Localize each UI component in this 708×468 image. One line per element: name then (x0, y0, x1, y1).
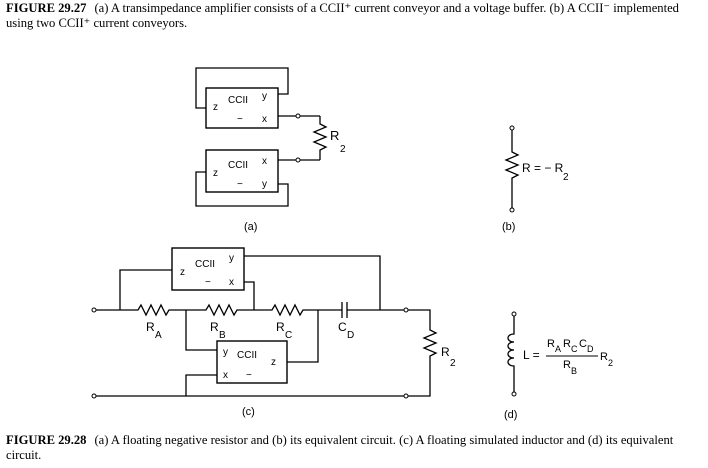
node-a-top (295, 113, 301, 119)
wire-c-lower-x (185, 374, 217, 396)
figure-caption-text-top: (a) A transimpedance amplifier consists … (6, 1, 679, 30)
pin-z-c-upper: z (180, 267, 185, 278)
pin-x-top: x (262, 114, 267, 125)
pin-y-c-upper: y (229, 253, 234, 264)
figure-caption-text-bottom: (a) A floating negative resistor and (b)… (6, 433, 674, 462)
pin-y-c-lower: y (223, 347, 228, 358)
pin-z-top: z (213, 102, 218, 113)
label-a-r: R (330, 128, 339, 143)
wire-a-bottom-loop (195, 171, 289, 207)
label-d-num-cd: C (579, 338, 587, 350)
pin-minus-c-lower: − (246, 370, 252, 381)
node-a-bottom (295, 157, 301, 163)
label-b-eq-sub: 2 (563, 172, 569, 183)
resistor-b (504, 130, 520, 208)
pin-minus-bottom: − (237, 179, 243, 190)
capacitor-c-cd (341, 302, 348, 318)
pin-z-bottom: z (213, 168, 218, 179)
figure-label-bottom: FIGURE 29.28 (6, 433, 87, 447)
terminal-d-top (511, 311, 517, 317)
circuit-d: L = R A R C C D R B R 2 (d) (504, 311, 613, 421)
wire-a-top-loop (195, 67, 289, 109)
label-rc: R (276, 320, 285, 334)
label-d-num-d: D (587, 344, 594, 354)
wire-c-main (96, 303, 342, 317)
label-ra-sub: A (155, 330, 162, 341)
label-d: (d) (504, 409, 517, 421)
terminal-b-bottom (509, 207, 515, 213)
ccii-block-c-upper (171, 247, 245, 291)
label-c: (c) (242, 406, 255, 418)
ccii-label-bottom: CCII (228, 160, 248, 171)
label-a-r-sub: 2 (340, 144, 346, 155)
pin-minus-c-upper: − (205, 277, 211, 288)
resistor-a-r2 (312, 116, 328, 160)
terminal-c-right-bottom (403, 393, 409, 399)
wire-c-lower-z (287, 310, 319, 363)
figure-caption-bottom: FIGURE 29.28(a) A floating negative resi… (6, 433, 704, 462)
wire-c-upper-z (119, 269, 172, 310)
label-cd-sub: D (347, 330, 354, 341)
label-d-num-rc: R (563, 338, 571, 350)
terminal-c-left (91, 307, 97, 313)
terminal-c-bottom-left (91, 393, 97, 399)
pin-y-bottom: y (262, 179, 267, 190)
label-cd: C (338, 320, 347, 334)
wire-c-right (96, 309, 438, 397)
label-c-r2: R (441, 345, 450, 359)
label-d-num-c: C (571, 344, 578, 354)
circuit-c: CCII z y − x CCII y z x − R A R B R C (91, 247, 456, 418)
label-d-num-a: A (555, 344, 561, 354)
label-d-den-b: B (571, 366, 577, 376)
figure-caption-top: FIGURE 29.27(a) A transimpedance amplifi… (6, 1, 704, 30)
label-b-eq: R = − R (522, 161, 564, 175)
ccii-block-c-lower (216, 340, 288, 384)
circuit-a: CCII z y − x CCII z x − y R 2 (a) (195, 67, 346, 233)
label-d-tail-2: 2 (608, 358, 613, 368)
pin-x-c-lower: x (223, 370, 228, 381)
ccii-label-c-upper: CCII (195, 259, 215, 270)
pin-x-bottom: x (262, 156, 267, 167)
ccii-block-top (205, 87, 279, 129)
pin-z-c-lower: z (271, 357, 276, 368)
label-rb: R (210, 320, 219, 334)
ccii-label-top: CCII (228, 95, 248, 106)
inductor-d (507, 316, 515, 392)
pin-x-c-upper: x (229, 277, 234, 288)
label-b: (b) (502, 221, 515, 233)
ccii-block-bottom (205, 149, 279, 193)
wire-c-lower-y (185, 310, 217, 351)
terminal-d-bottom (511, 391, 517, 397)
label-d-l: L = (523, 348, 540, 362)
terminal-b-top (509, 125, 515, 131)
figure-label-top: FIGURE 29.27 (6, 1, 87, 15)
ccii-label-c-lower: CCII (237, 350, 257, 361)
label-ra: R (146, 320, 155, 334)
wire-c-upper-y (244, 255, 381, 310)
label-c-r2-sub: 2 (450, 358, 456, 369)
label-rb-sub: B (219, 330, 226, 341)
label-d-den-r: R (563, 359, 571, 371)
pin-minus-top: − (237, 114, 243, 125)
label-d-tail-r: R (600, 351, 608, 363)
wire-c-upper-x (244, 281, 255, 310)
terminal-c-right-top (403, 307, 409, 313)
label-rc-sub: C (285, 330, 292, 341)
label-d-num-ra: R (547, 338, 555, 350)
label-a: (a) (244, 221, 257, 233)
circuit-b: R = − R 2 (b) (502, 125, 569, 233)
pin-y-top: y (262, 91, 267, 102)
